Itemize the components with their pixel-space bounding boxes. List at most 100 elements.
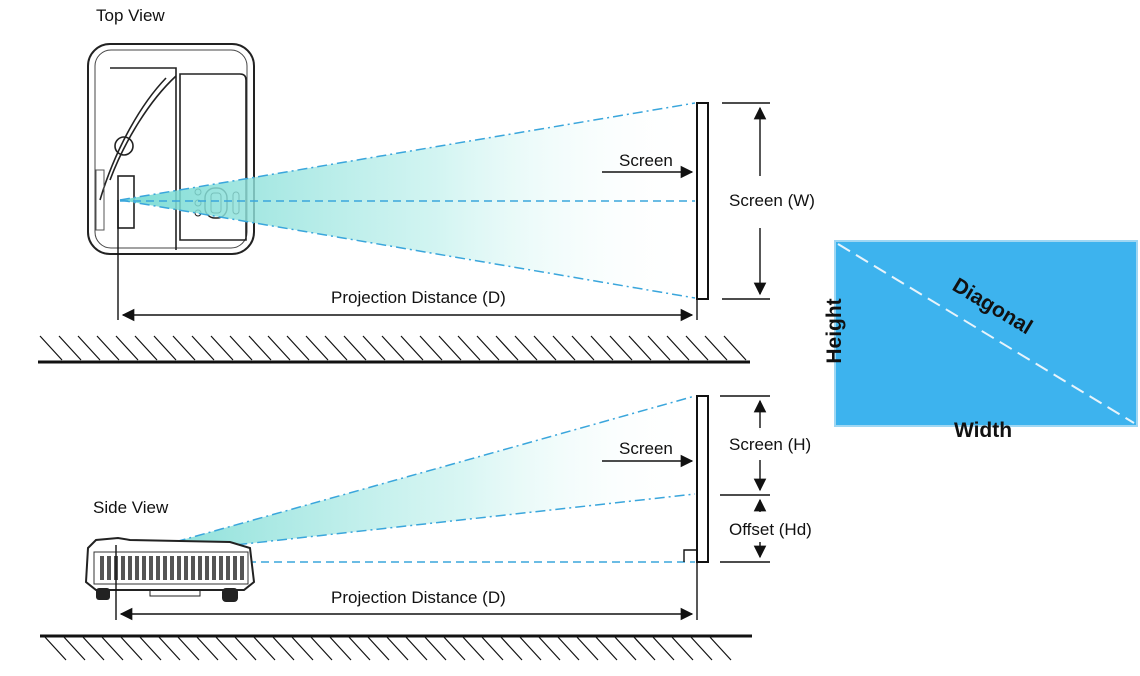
screen-top-view	[696, 102, 709, 300]
diagonal-line	[837, 243, 1135, 424]
ground-hatch-line	[476, 335, 500, 361]
vent-slot	[142, 556, 146, 580]
projector-side-view	[84, 536, 256, 620]
ground-side	[40, 634, 752, 661]
ground-hatch-line	[77, 335, 101, 361]
vent-slot	[170, 556, 174, 580]
screen-width-label: Screen (W)	[729, 191, 815, 210]
vent-slot	[177, 556, 181, 580]
ground-hatch-line	[442, 635, 466, 661]
distance-label-side: Projection Distance (D)	[331, 588, 506, 607]
ground-hatch-line	[381, 335, 405, 361]
ground-hatch-line	[100, 635, 124, 661]
ground-hatch-line	[195, 635, 219, 661]
ground-hatch-line	[704, 335, 728, 361]
ground-hatch-line	[708, 635, 732, 661]
top-view-title: Top View	[96, 6, 165, 25]
ground-hatch-line	[81, 635, 105, 661]
vent-slot	[184, 556, 188, 580]
ground-hatch-line	[233, 635, 257, 661]
ground-hatch-line	[153, 335, 177, 361]
ground-hatch-line	[210, 335, 234, 361]
ground-hatch-line	[457, 335, 481, 361]
ground-hatch-line	[575, 635, 599, 661]
ground-hatch-line	[632, 635, 656, 661]
vent-slot	[212, 556, 216, 580]
ground-hatch-line	[176, 635, 200, 661]
ground-hatch-line	[324, 335, 348, 361]
ground-hatch-line	[609, 335, 633, 361]
ground-hatch-line	[366, 635, 390, 661]
screen-stand-mark	[683, 549, 697, 562]
width-label: Width	[954, 419, 1012, 442]
vent-slot	[226, 556, 230, 580]
ground-hatch-line	[39, 335, 63, 361]
ground-hatch-line	[651, 635, 675, 661]
height-label: Height	[823, 298, 846, 363]
vent-slot	[198, 556, 202, 580]
ground-hatch-line	[62, 635, 86, 661]
ground-hatch-line	[571, 335, 595, 361]
ground-hatch-line	[480, 635, 504, 661]
ground-hatch-line	[499, 635, 523, 661]
ground-hatch-line	[423, 635, 447, 661]
ground-hatch-line	[115, 335, 139, 361]
ground-hatch-line	[309, 635, 333, 661]
ground-hatch-line	[404, 635, 428, 661]
ground-hatch-line	[461, 635, 485, 661]
screen-dimensions-diagram: Diagonal Height Width	[823, 240, 1138, 442]
ground-hatch-line	[286, 335, 310, 361]
ground-hatch-line	[438, 335, 462, 361]
vent-slot	[191, 556, 195, 580]
ground-hatch-line	[537, 635, 561, 661]
vent-slot	[121, 556, 125, 580]
vent-slot	[233, 556, 237, 580]
ground-hatch-line	[138, 635, 162, 661]
ground-hatch-line	[685, 335, 709, 361]
vent-slot	[156, 556, 160, 580]
ground-hatch-line	[723, 335, 747, 361]
ground-hatch-line	[419, 335, 443, 361]
ground-hatch-line	[248, 335, 272, 361]
ground-hatch-line	[252, 635, 276, 661]
ground-hatch-line	[271, 635, 295, 661]
ground-hatch-line	[594, 635, 618, 661]
ground-hatch-line	[172, 335, 196, 361]
ground-hatch-line	[613, 635, 637, 661]
vent-slot	[100, 556, 104, 580]
vent-slot	[107, 556, 111, 580]
ground-hatch-line	[670, 635, 694, 661]
ground-hatch-line	[214, 635, 238, 661]
vent-slot	[149, 556, 153, 580]
ground-hatch-line	[647, 335, 671, 361]
ground-hatch-line	[628, 335, 652, 361]
ground-hatch-line	[518, 635, 542, 661]
vent-slot	[135, 556, 139, 580]
screen-height-label: Screen (H)	[729, 435, 811, 454]
ground-hatch-line	[191, 335, 215, 361]
vent-slot	[205, 556, 209, 580]
ground-hatch-line	[58, 335, 82, 361]
ground-hatch-line	[556, 635, 580, 661]
side-view-title: Side View	[93, 498, 169, 517]
screen-label-side: Screen	[619, 439, 673, 458]
ground-hatch-line	[590, 335, 614, 361]
ground-hatch-line	[666, 335, 690, 361]
ground-hatch-line	[552, 335, 576, 361]
offset-label: Offset (Hd)	[729, 520, 812, 539]
ground-hatch-line	[343, 335, 367, 361]
vent-slot	[219, 556, 223, 580]
ground-hatch-line	[134, 335, 158, 361]
ground-hatch-line	[533, 335, 557, 361]
ground-hatch-line	[514, 335, 538, 361]
screen-label-top: Screen	[619, 151, 673, 170]
ground-hatch-line	[157, 635, 181, 661]
ground-hatch-line	[495, 335, 519, 361]
screen-side-view	[696, 395, 709, 563]
beam-lower-top	[119, 199, 696, 299]
beam-upper-top	[119, 102, 696, 201]
ground-hatch-line	[96, 335, 120, 361]
beam-lower-side	[117, 493, 696, 559]
ground-hatch-line	[229, 335, 253, 361]
